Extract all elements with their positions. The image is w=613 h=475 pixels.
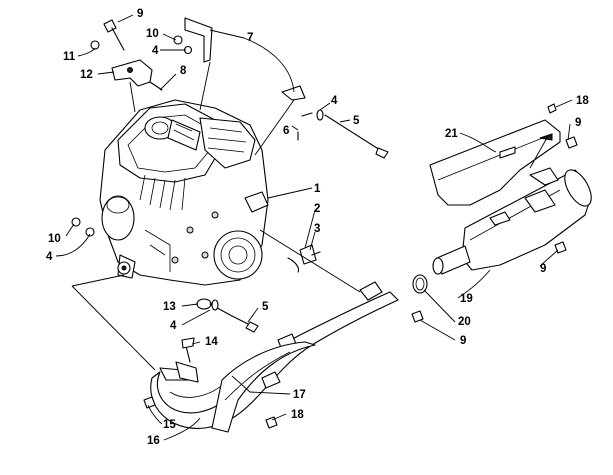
- mounting-bracket: [111, 59, 153, 87]
- callout-18-top: 18: [576, 95, 589, 107]
- callout-7: 7: [247, 32, 253, 44]
- callout-4-top: 4: [152, 45, 159, 57]
- callout-3: 3: [314, 223, 320, 235]
- callout-labels: 9 10 11 4 7 12 8 6 4 5 18 21 9 1 2 3 10 …: [46, 8, 589, 447]
- callout-2: 2: [314, 203, 320, 215]
- sensor-clamp: [287, 244, 321, 273]
- callout-10-left: 10: [48, 233, 61, 245]
- callout-5-bottom: 5: [262, 301, 269, 313]
- callout-4-right: 4: [331, 95, 338, 107]
- callout-1: 1: [314, 183, 321, 195]
- callout-9-bottom: 9: [460, 335, 466, 347]
- callout-11: 11: [63, 51, 76, 63]
- callout-5-right: 5: [353, 115, 360, 127]
- callout-9-right-top: 9: [575, 117, 581, 129]
- callout-19: 19: [460, 293, 473, 305]
- bolt-hardware: [71, 19, 389, 237]
- callout-6: 6: [283, 125, 289, 137]
- callout-12: 12: [80, 69, 93, 81]
- exhaust-clamp: [412, 274, 428, 294]
- callout-20: 20: [458, 316, 471, 328]
- callout-9-right: 9: [540, 263, 546, 275]
- engine-bracket: [184, 17, 213, 63]
- callout-14: 14: [205, 336, 218, 348]
- callout-9-top: 9: [137, 8, 143, 20]
- header-heat-shield: [211, 341, 316, 433]
- callout-21: 21: [445, 128, 458, 140]
- callout-15: 15: [163, 419, 176, 431]
- heat-shield: [429, 119, 561, 206]
- engine-bracket-tab: [281, 85, 306, 101]
- bushing-and-bolt: [196, 298, 259, 333]
- callout-10-top: 10: [146, 28, 159, 40]
- callout-13: 13: [163, 301, 176, 313]
- callout-16: 16: [147, 435, 160, 447]
- engine-assembly: [99, 99, 269, 286]
- callout-8: 8: [180, 65, 187, 77]
- callout-17: 17: [293, 389, 306, 401]
- callout-18-bottom: 18: [291, 409, 304, 421]
- leader-lines: [55, 14, 573, 441]
- lower-bolts: [143, 103, 578, 429]
- callout-4-bottom: 4: [170, 320, 177, 332]
- callout-4-left: 4: [46, 251, 53, 263]
